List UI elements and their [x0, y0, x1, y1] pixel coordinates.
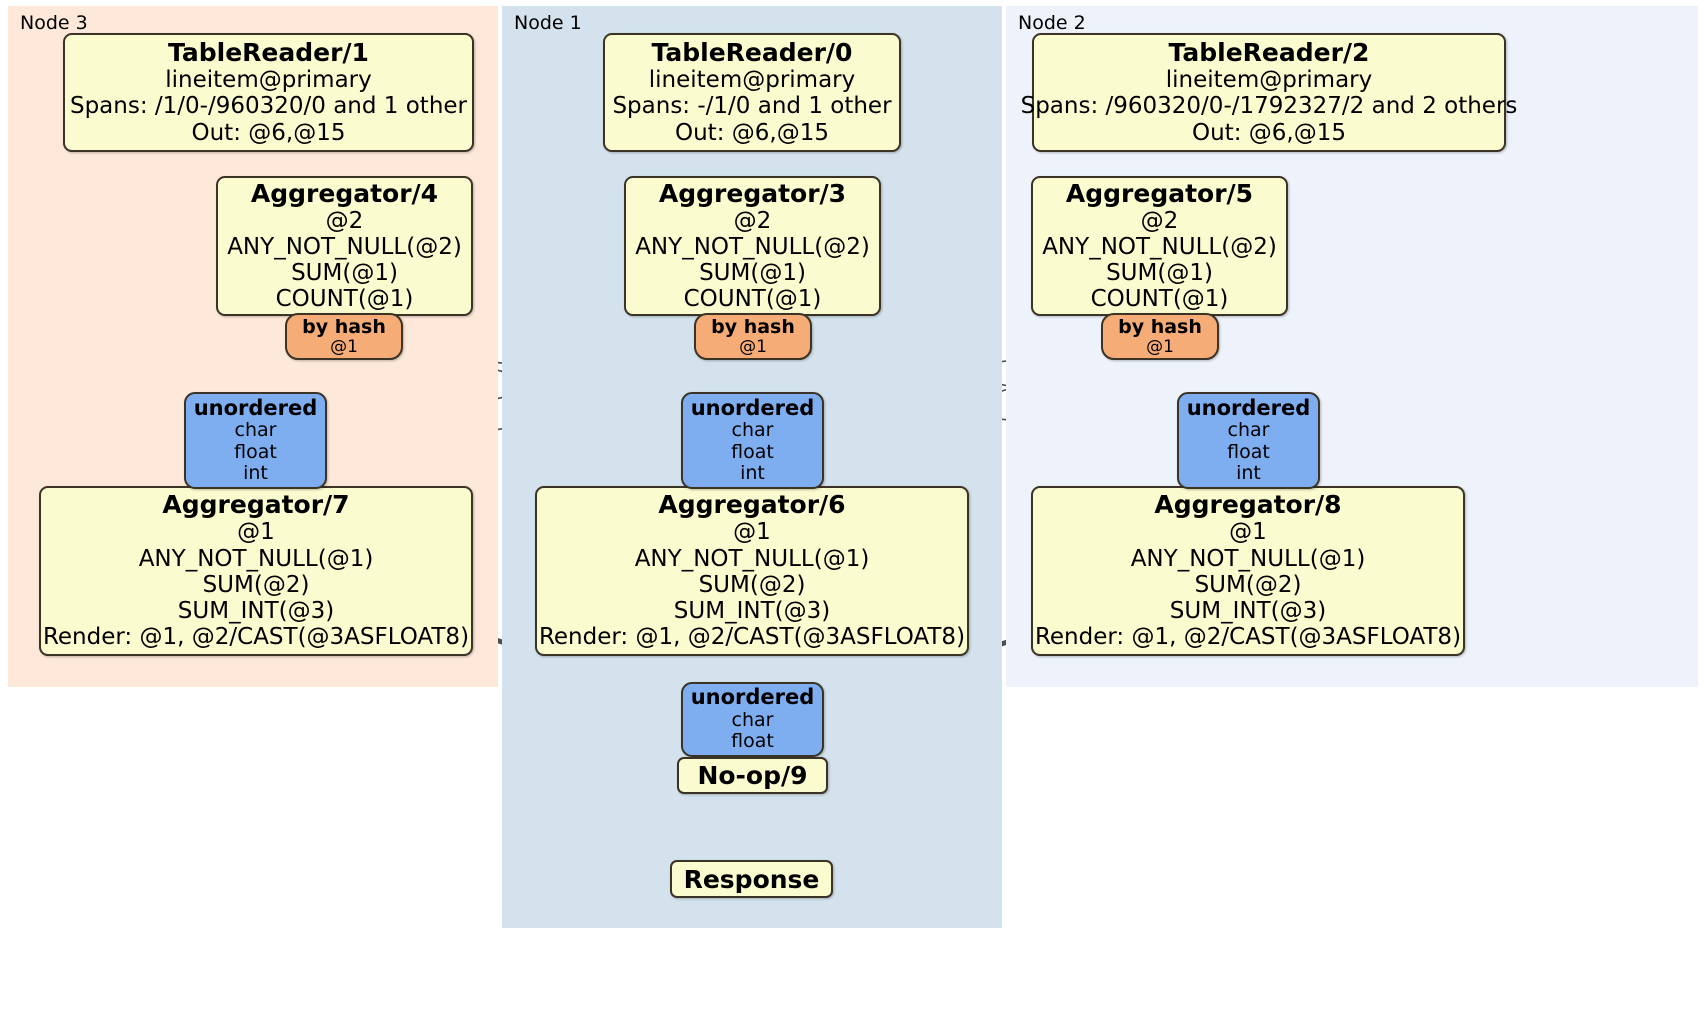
processor-tablereader-0[interactable]: TableReader/0 lineitem@primary Spans: -/…	[603, 33, 901, 152]
router-by-hash-node2[interactable]: by hash @1	[1101, 313, 1219, 360]
tablereader-0-out: Out: @6,@15	[675, 119, 829, 146]
synchronizer-unordered-node2[interactable]: unordered char float int	[1177, 392, 1320, 489]
aggregator-4-agg-1: SUM(@1)	[291, 260, 398, 286]
tablereader-1-out: Out: @6,@15	[191, 119, 346, 146]
router-node2-column: @1	[1146, 336, 1174, 357]
final-sync-type-1: float	[731, 730, 774, 753]
aggregator-7-agg-1: SUM(@2)	[202, 571, 310, 598]
aggregator-6-agg-2: SUM_INT(@3)	[673, 598, 831, 625]
processor-response[interactable]: Response	[670, 860, 833, 898]
aggregator-5-agg-0: ANY_NOT_NULL(@2)	[1042, 233, 1277, 260]
router-node2-title: by hash	[1118, 315, 1202, 338]
sync-node2-type-2: int	[1236, 461, 1261, 484]
aggregator-3-agg-1: SUM(@1)	[699, 260, 806, 286]
aggregator-3-agg-0: ANY_NOT_NULL(@2)	[635, 233, 870, 260]
sync-node3-type-1: float	[234, 440, 277, 463]
processor-aggregator-6[interactable]: Aggregator/6 @1 ANY_NOT_NULL(@1) SUM(@2)…	[535, 486, 969, 656]
aggregator-6-agg-0: ANY_NOT_NULL(@1)	[634, 545, 870, 572]
router-node3-title: by hash	[302, 315, 386, 338]
aggregator-8-group: @1	[1229, 519, 1267, 546]
tablereader-1-title: TableReader/1	[168, 38, 369, 68]
aggregator-8-agg-0: ANY_NOT_NULL(@1)	[1130, 545, 1366, 572]
tablereader-0-title: TableReader/0	[651, 38, 853, 68]
sync-node3-title: unordered	[193, 395, 318, 420]
synchronizer-unordered-node1[interactable]: unordered char float int	[681, 392, 824, 489]
sync-node1-title: unordered	[690, 395, 815, 420]
aggregator-7-render: Render: @1, @2/CAST(@3ASFLOAT8)	[42, 624, 470, 651]
processor-tablereader-2[interactable]: TableReader/2 lineitem@primary Spans: /9…	[1021, 33, 1517, 152]
tablereader-2-spans: Spans: /960320/0-/1792327/2 and 2 others	[1020, 93, 1518, 120]
tablereader-2-out: Out: @6,@15	[1192, 119, 1346, 146]
aggregator-3-agg-2: COUNT(@1)	[683, 286, 822, 313]
aggregator-4-agg-2: COUNT(@1)	[275, 286, 414, 313]
final-sync-title: unordered	[690, 685, 815, 710]
node-panel-label-node2: Node 2	[1018, 12, 1086, 34]
processor-aggregator-3[interactable]: Aggregator/3 @2 ANY_NOT_NULL(@2) SUM(@1)…	[624, 176, 881, 316]
processor-noop-9[interactable]: No-op/9	[677, 757, 828, 794]
node-panel-label-node1: Node 1	[514, 12, 582, 34]
router-by-hash-node1[interactable]: by hash @1	[694, 313, 812, 360]
tablereader-2-title: TableReader/2	[1168, 38, 1370, 68]
aggregator-8-title: Aggregator/8	[1154, 490, 1342, 520]
router-node1-column: @1	[739, 336, 767, 357]
aggregator-8-agg-1: SUM(@2)	[1194, 571, 1302, 598]
response-title: Response	[683, 864, 820, 894]
aggregator-5-agg-1: SUM(@1)	[1106, 260, 1213, 286]
processor-aggregator-5[interactable]: Aggregator/5 @2 ANY_NOT_NULL(@2) SUM(@1)…	[1031, 176, 1288, 316]
aggregator-7-agg-0: ANY_NOT_NULL(@1)	[138, 545, 374, 572]
aggregator-7-title: Aggregator/7	[162, 490, 350, 520]
tablereader-0-table: lineitem@primary	[648, 67, 856, 94]
aggregator-4-group: @2	[325, 207, 364, 234]
router-node3-column: @1	[330, 336, 358, 357]
processor-aggregator-8[interactable]: Aggregator/8 @1 ANY_NOT_NULL(@1) SUM(@2)…	[1031, 486, 1465, 656]
aggregator-6-agg-1: SUM(@2)	[698, 571, 806, 598]
sync-node2-title: unordered	[1186, 395, 1311, 420]
noop-9-title: No-op/9	[697, 761, 808, 790]
aggregator-6-render: Render: @1, @2/CAST(@3ASFLOAT8)	[538, 624, 966, 651]
node-panel-label-node3: Node 3	[20, 12, 88, 34]
final-sync-type-0: char	[731, 708, 774, 731]
sync-node2-type-0: char	[1227, 419, 1270, 442]
aggregator-3-title: Aggregator/3	[658, 178, 847, 208]
aggregator-5-group: @2	[1140, 207, 1179, 234]
sync-node3-type-2: int	[243, 461, 268, 484]
processor-aggregator-4[interactable]: Aggregator/4 @2 ANY_NOT_NULL(@2) SUM(@1)…	[216, 176, 473, 316]
aggregator-4-title: Aggregator/4	[250, 178, 439, 208]
router-by-hash-node3[interactable]: by hash @1	[285, 313, 403, 360]
sync-node1-type-2: int	[740, 461, 765, 484]
aggregator-6-group: @1	[733, 519, 771, 546]
aggregator-8-render: Render: @1, @2/CAST(@3ASFLOAT8)	[1034, 624, 1462, 651]
aggregator-7-group: @1	[237, 519, 275, 546]
router-node1-title: by hash	[711, 315, 795, 338]
aggregator-5-agg-2: COUNT(@1)	[1090, 286, 1229, 313]
tablereader-2-table: lineitem@primary	[1165, 67, 1373, 94]
aggregator-6-title: Aggregator/6	[658, 490, 846, 520]
sync-node2-type-1: float	[1227, 440, 1270, 463]
aggregator-5-title: Aggregator/5	[1065, 178, 1254, 208]
aggregator-8-agg-2: SUM_INT(@3)	[1169, 598, 1327, 625]
tablereader-1-spans: Spans: /1/0-/960320/0 and 1 other	[69, 93, 468, 120]
processor-aggregator-7[interactable]: Aggregator/7 @1 ANY_NOT_NULL(@1) SUM(@2)…	[39, 486, 473, 656]
aggregator-4-agg-0: ANY_NOT_NULL(@2)	[227, 233, 462, 260]
tablereader-1-table: lineitem@primary	[165, 67, 372, 94]
aggregator-3-group: @2	[733, 207, 772, 234]
tablereader-0-spans: Spans: -/1/0 and 1 other	[612, 93, 892, 120]
aggregator-7-agg-2: SUM_INT(@3)	[177, 598, 335, 625]
synchronizer-unordered-node3[interactable]: unordered char float int	[184, 392, 327, 489]
synchronizer-unordered-final[interactable]: unordered char float	[681, 682, 824, 757]
sync-node1-type-1: float	[731, 440, 774, 463]
sync-node3-type-0: char	[234, 419, 277, 442]
processor-tablereader-1[interactable]: TableReader/1 lineitem@primary Spans: /1…	[63, 33, 474, 152]
sync-node1-type-0: char	[731, 419, 774, 442]
